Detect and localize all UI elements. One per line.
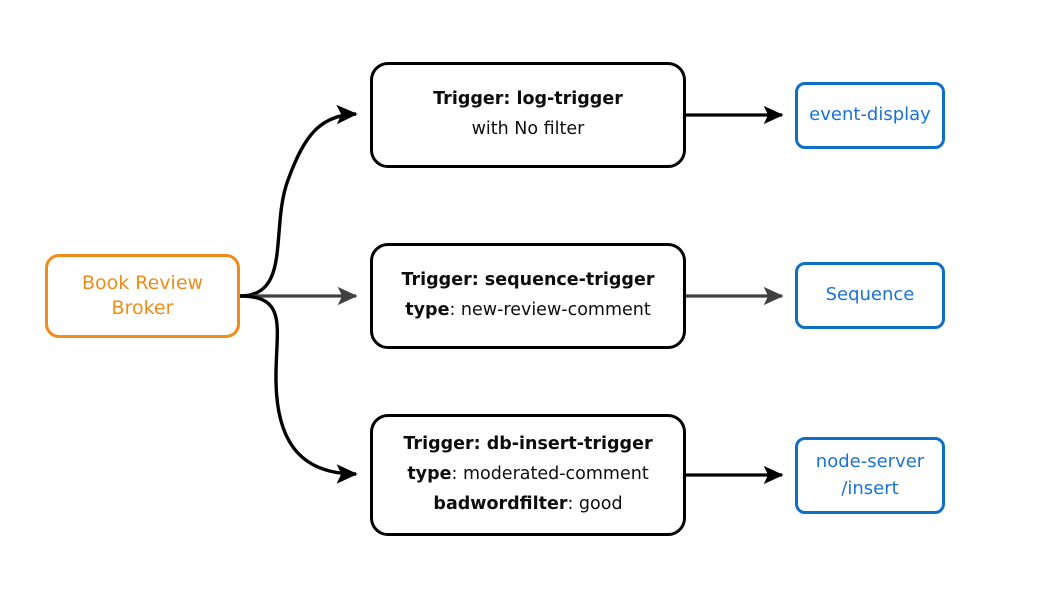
trigger-log-line-2-text: with No filter xyxy=(471,119,585,139)
node-node-server-insert[interactable]: node-server /insert xyxy=(795,437,945,514)
trigger-log-line-1-bold: Trigger: log-trigger xyxy=(433,89,623,110)
node-event-display[interactable]: event-display xyxy=(795,82,945,149)
edge-broker-to-log-trigger xyxy=(239,104,358,298)
edge-broker-to-db-insert-trigger xyxy=(239,294,358,484)
trigger-sequence-line-2-key: type xyxy=(405,300,450,320)
broker-label-line-2: Broker xyxy=(111,297,174,319)
node-server-label-line-1: node-server xyxy=(815,451,925,473)
broker-label-line-1: Book Review xyxy=(81,271,204,294)
node-server-label-line-2: /insert xyxy=(841,477,899,499)
trigger-sequence-line-2: type: new-review-comment xyxy=(405,296,650,326)
trigger-db-line-1-bold: Trigger: db-insert-trigger xyxy=(403,434,653,455)
trigger-sequence-line-1-bold: Trigger: sequence-trigger xyxy=(401,270,655,291)
node-book-review-broker[interactable]: Book Review Broker xyxy=(45,254,240,338)
trigger-db-line-3: badwordfilter: good xyxy=(433,490,622,520)
event-display-label: event-display xyxy=(809,104,931,126)
sequence-label: Sequence xyxy=(825,284,915,306)
trigger-db-line-2-key: type xyxy=(407,464,452,485)
trigger-db-line-2-value: : moderated-comment xyxy=(451,464,649,485)
node-trigger-log-trigger[interactable]: Trigger: log-trigger with No filter xyxy=(370,62,686,168)
trigger-log-line-1: Trigger: log-trigger xyxy=(433,85,623,115)
node-trigger-sequence-trigger[interactable]: Trigger: sequence-trigger type: new-revi… xyxy=(370,243,686,349)
trigger-db-line-3-value: : good xyxy=(567,493,623,514)
trigger-sequence-line-1: Trigger: sequence-trigger xyxy=(402,266,655,296)
node-trigger-db-insert-trigger[interactable]: Trigger: db-insert-trigger type: moderat… xyxy=(370,414,686,536)
node-sequence[interactable]: Sequence xyxy=(795,262,945,329)
trigger-log-line-2: with No filter xyxy=(472,115,585,145)
trigger-db-line-2: type: moderated-comment xyxy=(407,460,648,490)
trigger-db-line-1: Trigger: db-insert-trigger xyxy=(403,430,652,460)
trigger-sequence-line-2-value: : new-review-comment xyxy=(449,300,651,320)
trigger-db-line-3-key: badwordfilter xyxy=(433,493,568,514)
